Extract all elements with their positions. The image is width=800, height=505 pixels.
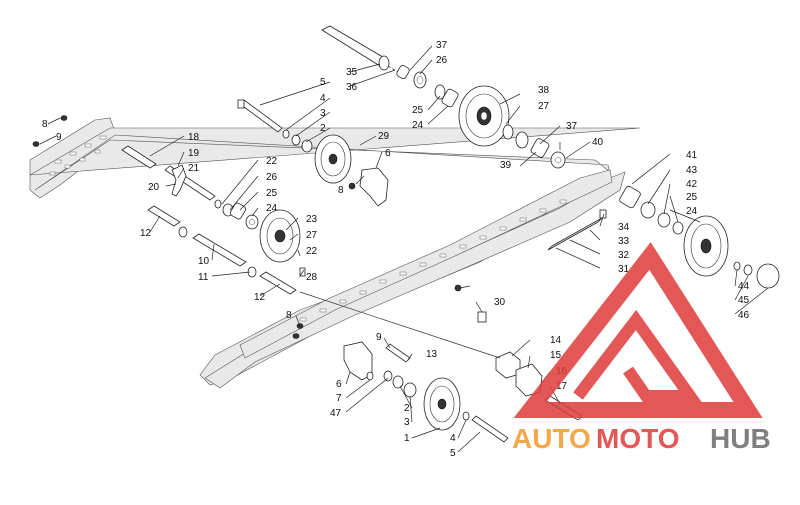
callout-33: 33 <box>618 236 630 247</box>
callout-15: 15 <box>550 350 562 361</box>
callout-12: 12 <box>254 292 266 303</box>
logo-inner-mark <box>573 309 702 402</box>
callout-22: 22 <box>266 156 278 167</box>
spacer-stack-37-39 <box>502 124 566 169</box>
callout-47: 47 <box>330 408 342 419</box>
callout-36: 36 <box>346 82 358 93</box>
callout-31: 31 <box>618 264 630 275</box>
callout-3: 3 <box>320 108 326 119</box>
callout-25: 25 <box>266 188 278 199</box>
callout-29: 29 <box>378 131 390 142</box>
callout-5: 5 <box>320 77 326 88</box>
callout-9: 9 <box>56 132 62 143</box>
callout-3: 3 <box>404 417 410 428</box>
callout-1: 1 <box>404 433 410 444</box>
callout-24: 24 <box>686 206 698 217</box>
callout-19: 19 <box>188 148 200 159</box>
tubes-12-10-11 <box>147 205 306 295</box>
bolt-13 <box>383 343 417 398</box>
callout-8: 8 <box>286 310 292 321</box>
callout-37: 37 <box>566 121 578 132</box>
right-slide-rail <box>204 169 626 389</box>
idler-wheel-29 <box>314 134 352 184</box>
logo-text-moto: MOTO <box>596 423 679 454</box>
callout-14: 14 <box>550 335 562 346</box>
callout-23: 23 <box>306 214 318 225</box>
callout-38: 38 <box>538 85 550 96</box>
callout-46: 46 <box>738 310 750 321</box>
cap-44-46 <box>733 261 780 289</box>
callout-17: 17 <box>556 381 568 392</box>
callout-34: 34 <box>618 222 630 233</box>
callout-26: 26 <box>436 55 448 66</box>
callout-6: 6 <box>336 379 342 390</box>
logo-text-auto: AUTO <box>512 423 591 454</box>
callout-7: 7 <box>336 393 342 404</box>
callout-22: 22 <box>306 246 318 257</box>
callout-35: 35 <box>346 67 358 78</box>
callout-20: 20 <box>148 182 160 193</box>
callout-8: 8 <box>338 185 344 196</box>
callout-21: 21 <box>188 163 200 174</box>
logo-triangle-icon <box>513 242 763 418</box>
idler-wheel-1 <box>423 377 461 431</box>
callout-2: 2 <box>404 403 410 414</box>
callout-42: 42 <box>686 179 698 190</box>
callout-44: 44 <box>738 281 750 292</box>
callout-26: 26 <box>266 172 278 183</box>
callout-27: 27 <box>306 230 318 241</box>
callout-45: 45 <box>738 295 750 306</box>
automotohub-logo: AUTO MOTO HUB <box>510 242 795 454</box>
callout-11: 11 <box>198 272 209 283</box>
lower-axle-line <box>299 291 501 359</box>
idler-wheel-38 <box>458 85 510 147</box>
leader-lines <box>39 45 769 453</box>
logo-backdrop <box>510 420 795 454</box>
callout-25: 25 <box>686 192 698 203</box>
callout-2: 2 <box>320 123 326 134</box>
callout-10: 10 <box>198 256 210 267</box>
callout-41: 41 <box>686 150 698 161</box>
callout-37: 37 <box>436 40 448 51</box>
callout-18: 18 <box>188 132 200 143</box>
callout-9: 9 <box>376 332 382 343</box>
bracket-6-upper <box>348 167 389 207</box>
callout-5: 5 <box>450 448 456 459</box>
callout-4: 4 <box>320 93 326 104</box>
callout-12: 12 <box>140 228 152 239</box>
bolt-5-lower <box>462 411 509 443</box>
callout-39: 39 <box>500 160 512 171</box>
callout-25: 25 <box>412 105 424 116</box>
callout-32: 32 <box>618 250 630 261</box>
logo-text-hub: HUB <box>710 423 771 454</box>
bolt-8-30-center <box>454 284 487 323</box>
top-axle-35 <box>321 25 459 108</box>
callout-4: 4 <box>450 433 456 444</box>
callout-13: 13 <box>426 349 438 360</box>
callout-43: 43 <box>686 165 698 176</box>
idler-wheel-42 <box>683 215 729 277</box>
bolt-31-34 <box>547 209 607 251</box>
bolt-5-washers <box>237 99 313 153</box>
spacer-41-43 <box>619 185 684 235</box>
callout-24: 24 <box>266 203 278 214</box>
callout-6: 6 <box>385 148 391 159</box>
bracket-6-lower <box>343 341 374 381</box>
callout-30: 30 <box>494 297 506 308</box>
callout-27: 27 <box>538 101 550 112</box>
callout-28: 28 <box>306 272 318 283</box>
callout-40: 40 <box>592 137 604 148</box>
callout-24: 24 <box>412 120 424 131</box>
axle-assembly-18 <box>121 145 259 230</box>
callout-8: 8 <box>42 119 48 130</box>
idler-wheel-23 <box>259 209 301 263</box>
